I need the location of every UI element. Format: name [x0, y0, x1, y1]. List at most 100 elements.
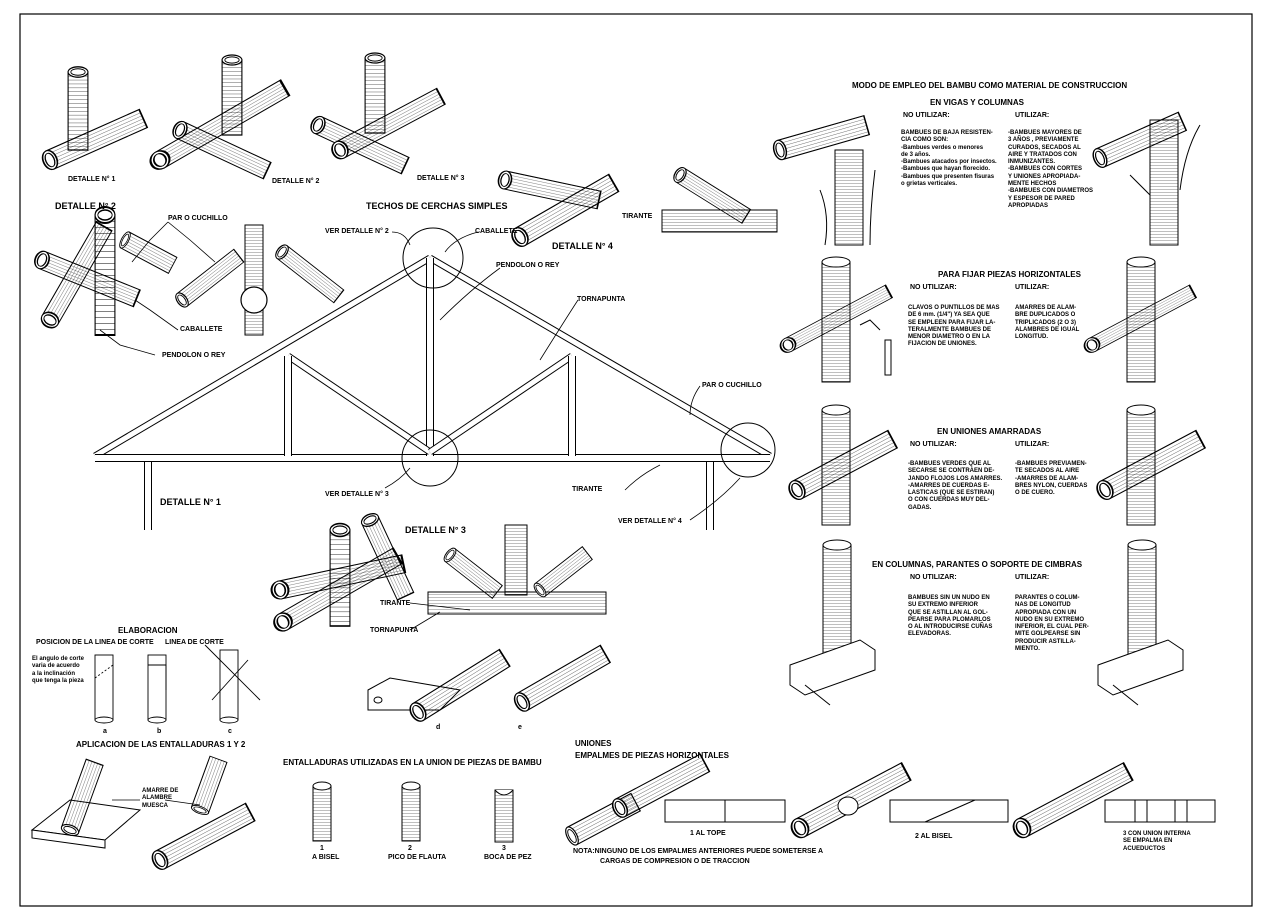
modo-sec4-no-text: BAMBUES SIN UN NUDO EN SU EXTREMO INFERI… — [908, 595, 992, 639]
modo-sec4-heading: EN COLUMNAS, PARANTES O SOPORTE DE CIMBR… — [872, 560, 1083, 569]
modo-sec4-no-label: NO UTILIZAR: — [910, 574, 957, 581]
text-line: MITE GOLPEARSE SIN — [1015, 631, 1081, 638]
detail-2-title: DETALLE N° 2 — [55, 201, 116, 211]
elaboracion-letter-d: d — [436, 724, 441, 731]
text-line: Y ESPESOR DE PARED — [1008, 195, 1075, 202]
elaboracion-title: ELABORACION — [118, 626, 178, 635]
text-line: CURADOS, SECADOS AL — [1008, 144, 1081, 151]
text-line: MIENTO. — [1015, 646, 1040, 653]
elaboracion-letter-a: a — [103, 728, 107, 735]
text-line: SECARSE SE CONTRAEN DE- — [908, 468, 995, 475]
detail-3-section — [427, 524, 607, 615]
uniones-title: UNIONES — [575, 739, 612, 748]
text-line: LASTICAS (QUE SE ESTIRAN) — [908, 490, 995, 497]
truss-ver-d3: VER DETALLE N° 3 — [325, 491, 389, 498]
uniones-drawing — [562, 753, 1216, 848]
joint-detail-1-drawing — [38, 66, 149, 173]
text-line: INFERIOR, EL CUAL PER- — [1015, 624, 1089, 631]
entalladura-3-label: BOCA DE PEZ — [484, 854, 532, 861]
text-line: CLAVOS O PUNTILLOS DE MAS — [908, 305, 1000, 311]
text-line: -BAMBUES MAYORES DE — [1008, 130, 1082, 136]
truss-title: TECHOS DE CERCHAS SIMPLES — [366, 201, 508, 211]
text-line: BRE DUPLICADOS O — [1015, 312, 1076, 319]
uniones-nota-1: NOTA:NINGUNO DE LOS EMPALMES ANTERIORES … — [573, 848, 824, 855]
text-line: PARANTES O COLUM- — [1015, 595, 1080, 601]
text-line: ALAMBRES DE IGUAL — [1015, 326, 1080, 333]
text-line: -Bambues atacados por insectos. — [901, 159, 997, 166]
text-line: QUE SE ASTILLAN AL GOL- — [908, 609, 988, 616]
text-line: -AMARRES DE CUERDAS E- — [908, 482, 990, 489]
elaboracion-cut-pieces — [367, 644, 611, 725]
text-line: FIJACION DE UNIONES. — [908, 341, 977, 348]
text-line: BRES NYLON, CUERDAS — [1015, 482, 1088, 489]
text-line: CIA COMO SON: — [901, 137, 949, 144]
detail-2-pendolon-label: PENDOLON O REY — [162, 352, 226, 359]
detail-4-assembly — [496, 169, 620, 251]
modo-sec1-no-text: BAMBUES DE BAJA RESISTEN- CIA COMO SON: … — [901, 130, 997, 188]
truss-tornapunta: TORNAPUNTA — [577, 296, 626, 303]
text-line: MENOR DIAMETRO O EN LA — [908, 334, 990, 341]
joint-2-label: DETALLE N° 2 — [272, 178, 320, 185]
uniones-interna-line: ACUEDUCTOS — [1123, 845, 1166, 852]
text-line: Y UNIONES APROPIADA- — [1008, 173, 1081, 180]
modo-sec1-si-text: -BAMBUES MAYORES DE 3 AÑOS , PREVIAMENTE… — [1008, 130, 1093, 210]
detail-3-tornapunta: TORNAPUNTA — [370, 627, 419, 634]
truss-drawing — [93, 227, 776, 530]
modo-sec1-no-label: NO UTILIZAR: — [903, 112, 950, 119]
text-line: SE EMPLEEN PARA FIJAR LA- — [908, 319, 996, 326]
modo-sec3-si-text: -BAMBUES PREVIAMEN- TE SECADOS AL AIRE -… — [1015, 461, 1087, 497]
detail-3-leaders — [409, 602, 471, 631]
detail-1-title: DETALLE N° 1 — [160, 497, 221, 507]
text-line: TERALMENTE BAMBUES DE — [908, 326, 992, 333]
uniones-subtitle: EMPALMES DE PIEZAS HORIZONTALES — [575, 751, 729, 760]
text-line: O DE CUERO. — [1015, 490, 1055, 497]
detail-2-leaders — [99, 221, 216, 356]
truss-par: PAR O CUCHILLO — [702, 382, 762, 389]
text-line: -Bambues que hayan florecido. — [901, 166, 991, 173]
entalladuras-title: ENTALLADURAS UTILIZADAS EN LA UNION DE P… — [283, 758, 542, 767]
elaboracion-drawing — [94, 644, 261, 724]
text-line: PEARSE PARA PLOMARLOS — [908, 616, 991, 623]
text-line: SU EXTREMO INFERIOR — [908, 602, 979, 609]
text-line: -AMARRES DE ALAM- — [1015, 475, 1079, 482]
entalladura-1-num: 1 — [320, 845, 324, 852]
detail-3-assembly — [268, 510, 415, 636]
modo-sec1-si-label: UTILIZAR: — [1015, 112, 1050, 119]
text-line: LONGITUD. — [1015, 334, 1048, 341]
modo-sec2-no-text: CLAVOS O PUNTILLOS DE MAS DE 6 mm. (1/4"… — [908, 305, 1000, 349]
modo-sec3-no-text: -BAMBUES VERDES QUE AL SECARSE SE CONTRA… — [908, 461, 1002, 512]
joint-detail-2-drawing — [146, 54, 291, 180]
text-line: JANDO FLOJOS LOS AMARRES. — [908, 475, 1003, 482]
joint-detail-3-drawing — [307, 52, 446, 175]
text-line: TRIPLICADOS (2 O 3) — [1015, 319, 1077, 326]
text-line: ELEVADORAS. — [908, 631, 951, 638]
entalladura-2-num: 2 — [408, 845, 412, 852]
uniones-bisel: 2 AL BISEL — [915, 833, 953, 840]
elaboracion-pos-label: POSICION DE LA LINEA DE CORTE — [36, 639, 154, 646]
truss-leaders — [384, 231, 741, 521]
elaboracion-letter-c: c — [228, 728, 232, 735]
modo-sec2-heading: PARA FIJAR PIEZAS HORIZONTALES — [938, 270, 1081, 279]
text-line: APROPIADA CON UN — [1015, 609, 1077, 616]
text-line: NAS DE LONGITUD — [1015, 602, 1071, 609]
modo-sec3-si-label: UTILIZAR: — [1015, 441, 1050, 448]
text-line: BAMBUES SIN UN NUDO EN — [908, 595, 990, 601]
modo-sec2-si-text: AMARRES DE ALAM- BRE DUPLICADOS O TRIPLI… — [1015, 305, 1079, 341]
truss-pendolon: PENDOLON O REY — [496, 262, 560, 269]
entalladura-2-label: PICO DE FLAUTA — [388, 854, 447, 861]
detail-4-section — [661, 164, 778, 233]
text-line: de 3 años. — [901, 151, 931, 158]
elaboracion-letter-e: e — [518, 724, 522, 731]
aplicacion-amarre-line: MUESCA — [142, 802, 169, 809]
text-line: -BAMBUES VERDES QUE AL — [908, 461, 991, 467]
joint-3-label: DETALLE N° 3 — [417, 175, 465, 182]
elaboracion-note-line: El angulo de corte — [32, 656, 85, 662]
text-line: INMUNIZANTES. — [1008, 159, 1055, 166]
aplicacion-amarre: AMARRE DE ALAMBRE MUESCA — [142, 788, 178, 810]
modo-sec2-no-label: NO UTILIZAR: — [910, 284, 957, 291]
modo-figures — [770, 111, 1206, 706]
text-line: -Bambues que presenten fisuras — [901, 173, 995, 180]
elaboracion-note: El angulo de corte varia de acuerdo a la… — [32, 656, 84, 685]
elaboracion-letter-b: b — [157, 728, 162, 735]
modo-sec3-heading: EN UNIONES AMARRADAS — [937, 427, 1042, 436]
